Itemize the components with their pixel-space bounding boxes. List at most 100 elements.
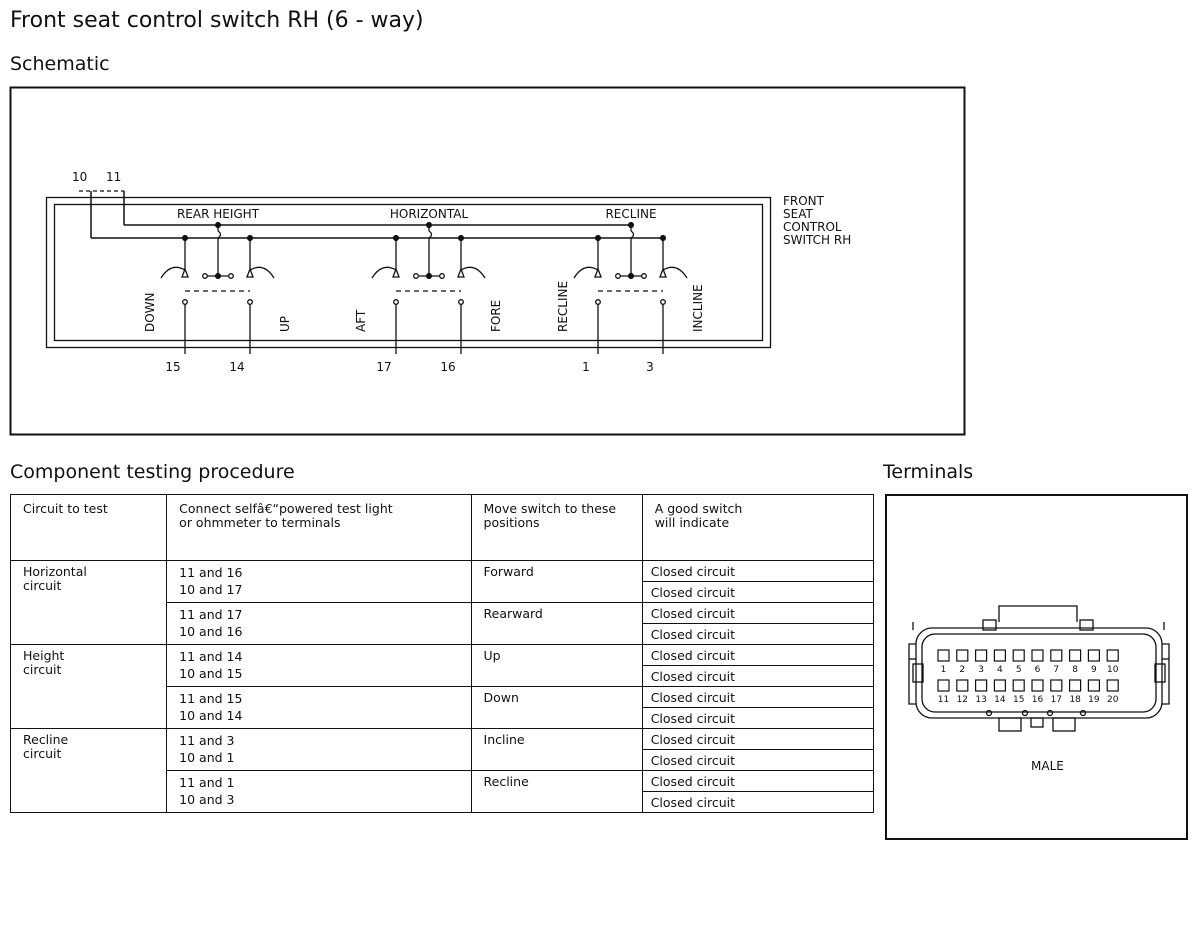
schematic-frame <box>9 86 966 436</box>
pin-number: 3 <box>646 360 654 374</box>
connector-pin: 17 <box>1050 679 1063 705</box>
header-circuit: Circuit to test <box>9 494 168 561</box>
terminals-heading: Terminals <box>883 461 974 483</box>
table-row: Closed circuit <box>11 707 875 729</box>
terminals-cell: 11 and 3 10 and 1 <box>166 728 472 771</box>
switch-group-name: REAR HEIGHT <box>177 207 260 221</box>
switch-right-label: FORE <box>489 300 503 332</box>
header-indication: A good switch will indicate <box>641 494 875 561</box>
position-cell: Recline <box>470 770 643 813</box>
switch-right-label: UP <box>278 316 292 332</box>
switch-left-label: DOWN <box>143 292 157 332</box>
position-cell: Forward <box>470 560 643 603</box>
connector-pin: 16 <box>1031 679 1044 705</box>
connector-pin: 2 <box>956 649 969 675</box>
result-cell: Closed circuit <box>641 581 875 603</box>
pin-number: 14 <box>229 360 244 374</box>
connector-pin: 6 <box>1031 649 1044 675</box>
connector-pin: 5 <box>1012 649 1025 675</box>
table-row: Closed circuit <box>11 791 875 813</box>
switch-group <box>160 222 275 354</box>
pin-number: 15 <box>165 360 180 374</box>
switch-group-name: RECLINE <box>605 207 656 221</box>
pin-label: 13 <box>975 695 986 705</box>
pin-label: 14 <box>994 695 1006 705</box>
position-cell: Up <box>470 644 643 687</box>
connector-pin: 8 <box>1069 649 1082 675</box>
pin-label: 3 <box>978 665 984 675</box>
connector-pin: 7 <box>1050 649 1063 675</box>
switch-block-label: FRONT SEAT CONTROL SWITCH RH <box>783 194 851 247</box>
pin-label: 10 <box>1107 665 1119 675</box>
table-row: Closed circuit <box>11 623 875 645</box>
connector-pin: 10 <box>1106 649 1119 675</box>
header-positions: Move switch to these positions <box>470 494 643 561</box>
wire-label-11: 11 <box>106 170 121 184</box>
pin-label: 4 <box>997 665 1003 675</box>
position-cell: Down <box>470 686 643 729</box>
schematic-diagram: 10 11 FRONT SEAT CONTROL SWITCH RH REAR … <box>9 86 966 436</box>
pin-label: 12 <box>957 695 968 705</box>
schematic-heading: Schematic <box>10 53 110 75</box>
pin-label: 19 <box>1088 695 1100 705</box>
pin-label: 2 <box>959 665 965 675</box>
pin-label: 7 <box>1053 665 1059 675</box>
result-cell: Closed circuit <box>641 770 875 792</box>
switch-left-label: RECLINE <box>556 281 570 332</box>
switch-right-label: INCLINE <box>691 284 705 332</box>
testing-table: Circuit to test Connect selfâ€“powered t… <box>9 494 875 813</box>
connector-pin: 20 <box>1106 679 1119 705</box>
connector-pin: 14 <box>993 679 1007 705</box>
result-cell: Closed circuit <box>641 665 875 687</box>
connector-pin: 13 <box>974 679 988 705</box>
result-cell: Closed circuit <box>641 749 875 771</box>
terminals-cell: 11 and 1 10 and 3 <box>166 770 472 813</box>
switch-left-label: AFT <box>354 309 368 332</box>
pin-label: 16 <box>1032 695 1044 705</box>
connector-label: MALE <box>1031 759 1064 773</box>
pin-label: 5 <box>1016 665 1022 675</box>
connector-pin: 4 <box>993 649 1007 675</box>
pin-label: 1 <box>941 665 947 675</box>
terminals-cell: 11 and 14 10 and 15 <box>166 644 472 687</box>
terminals-panel <box>885 494 1188 840</box>
position-cell: Rearward <box>470 602 643 645</box>
connector-latch <box>998 605 1078 622</box>
switch-group <box>371 222 486 354</box>
key-tab <box>998 717 1022 732</box>
connector-pin: 19 <box>1087 679 1100 705</box>
pin-label: 6 <box>1035 665 1041 675</box>
result-cell: Closed circuit <box>641 644 875 666</box>
result-cell: Closed circuit <box>641 623 875 645</box>
connector-pin: 9 <box>1087 649 1100 675</box>
pin-number: 1 <box>582 360 590 374</box>
terminals-cell: 11 and 16 10 and 17 <box>166 560 472 603</box>
result-cell: Closed circuit <box>641 791 875 813</box>
pin-number: 16 <box>440 360 455 374</box>
switch-inner-border <box>53 203 764 342</box>
table-header-row: Circuit to test Connect selfâ€“powered t… <box>9 494 875 561</box>
terminals-cell: 11 and 15 10 and 14 <box>166 686 472 729</box>
testing-heading: Component testing procedure <box>10 461 295 483</box>
result-cell: Closed circuit <box>641 560 875 582</box>
connector-inner <box>921 633 1157 713</box>
switch-groups <box>160 222 688 354</box>
pin-label: 17 <box>1051 695 1062 705</box>
connector-pin: 15 <box>1012 679 1025 705</box>
result-cell: Closed circuit <box>641 602 875 624</box>
switch-outer-border <box>45 196 772 349</box>
pin-label: 15 <box>1013 695 1024 705</box>
wire-label-10: 10 <box>72 170 87 184</box>
header-terminals: Connect selfâ€“powered test light or ohm… <box>166 494 472 561</box>
page-title: Front seat control switch RH (6 - way) <box>10 8 424 33</box>
result-cell: Closed circuit <box>641 728 875 750</box>
circuit-name-cell: Horizontal circuit <box>9 560 168 645</box>
terminals-cell: 11 and 17 10 and 16 <box>166 602 472 645</box>
circuit-name-cell: Recline circuit <box>9 728 168 813</box>
pin-label: 9 <box>1091 665 1097 675</box>
